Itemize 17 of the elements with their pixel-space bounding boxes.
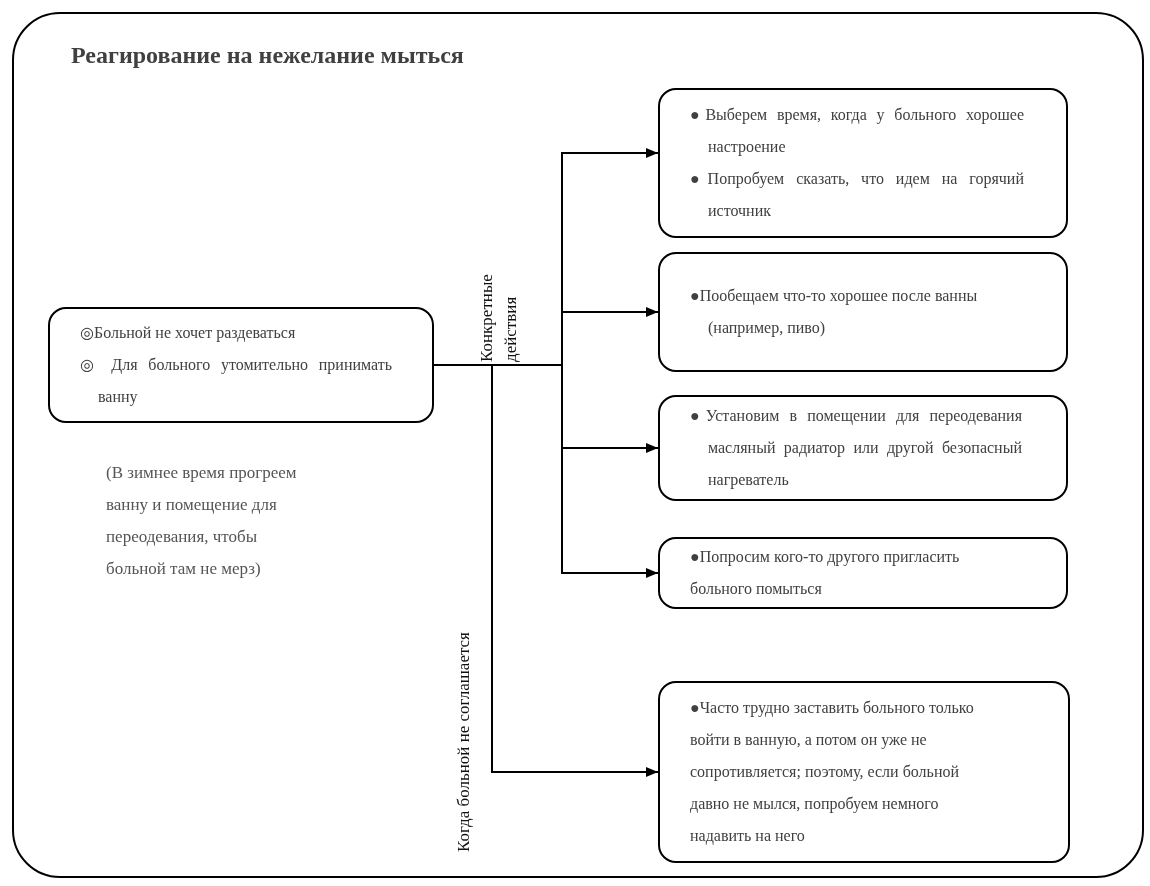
- action-box: [658, 537, 1068, 609]
- box-text: ●Попросим кого-то другого пригласить больного помыться: [690, 547, 961, 599]
- action-box: [658, 395, 1068, 501]
- box-text: ●Выберем время, когда у больного хорошее настроение: [690, 105, 1024, 158]
- box-text: ●Часто трудно заставить больного только войти в ванную, а потом он уже не сопротивляется; поэтому, если больной давно не мылся, попробуем немного надавить на него: [690, 698, 975, 847]
- box-text: ●Установим в помещении для переодевания масляный радиатор или другой безопасный нагреватель: [690, 406, 1022, 491]
- panel-heading: Реагирование на нежелание мыться: [71, 42, 464, 69]
- box-text: ●Попробуем сказать, что идем на горячий источник: [690, 169, 1024, 221]
- box-text: ◎Больной не хочет раздеваться: [80, 323, 297, 344]
- frame-panel: [12, 12, 1144, 878]
- action-box: [658, 252, 1068, 372]
- note-text: (В зимнее время прогреем ванну и помещение для переодевания, чтобы больной там не мерз): [106, 462, 298, 580]
- problem-box: [48, 307, 434, 423]
- box-text: ◎ Для больного утомительно принимать ванну: [80, 355, 392, 408]
- action-box: [658, 681, 1070, 863]
- box-text: ●Пообещаем что-то хорошее после ванны (например, пиво): [690, 286, 979, 339]
- action-box: [658, 88, 1068, 238]
